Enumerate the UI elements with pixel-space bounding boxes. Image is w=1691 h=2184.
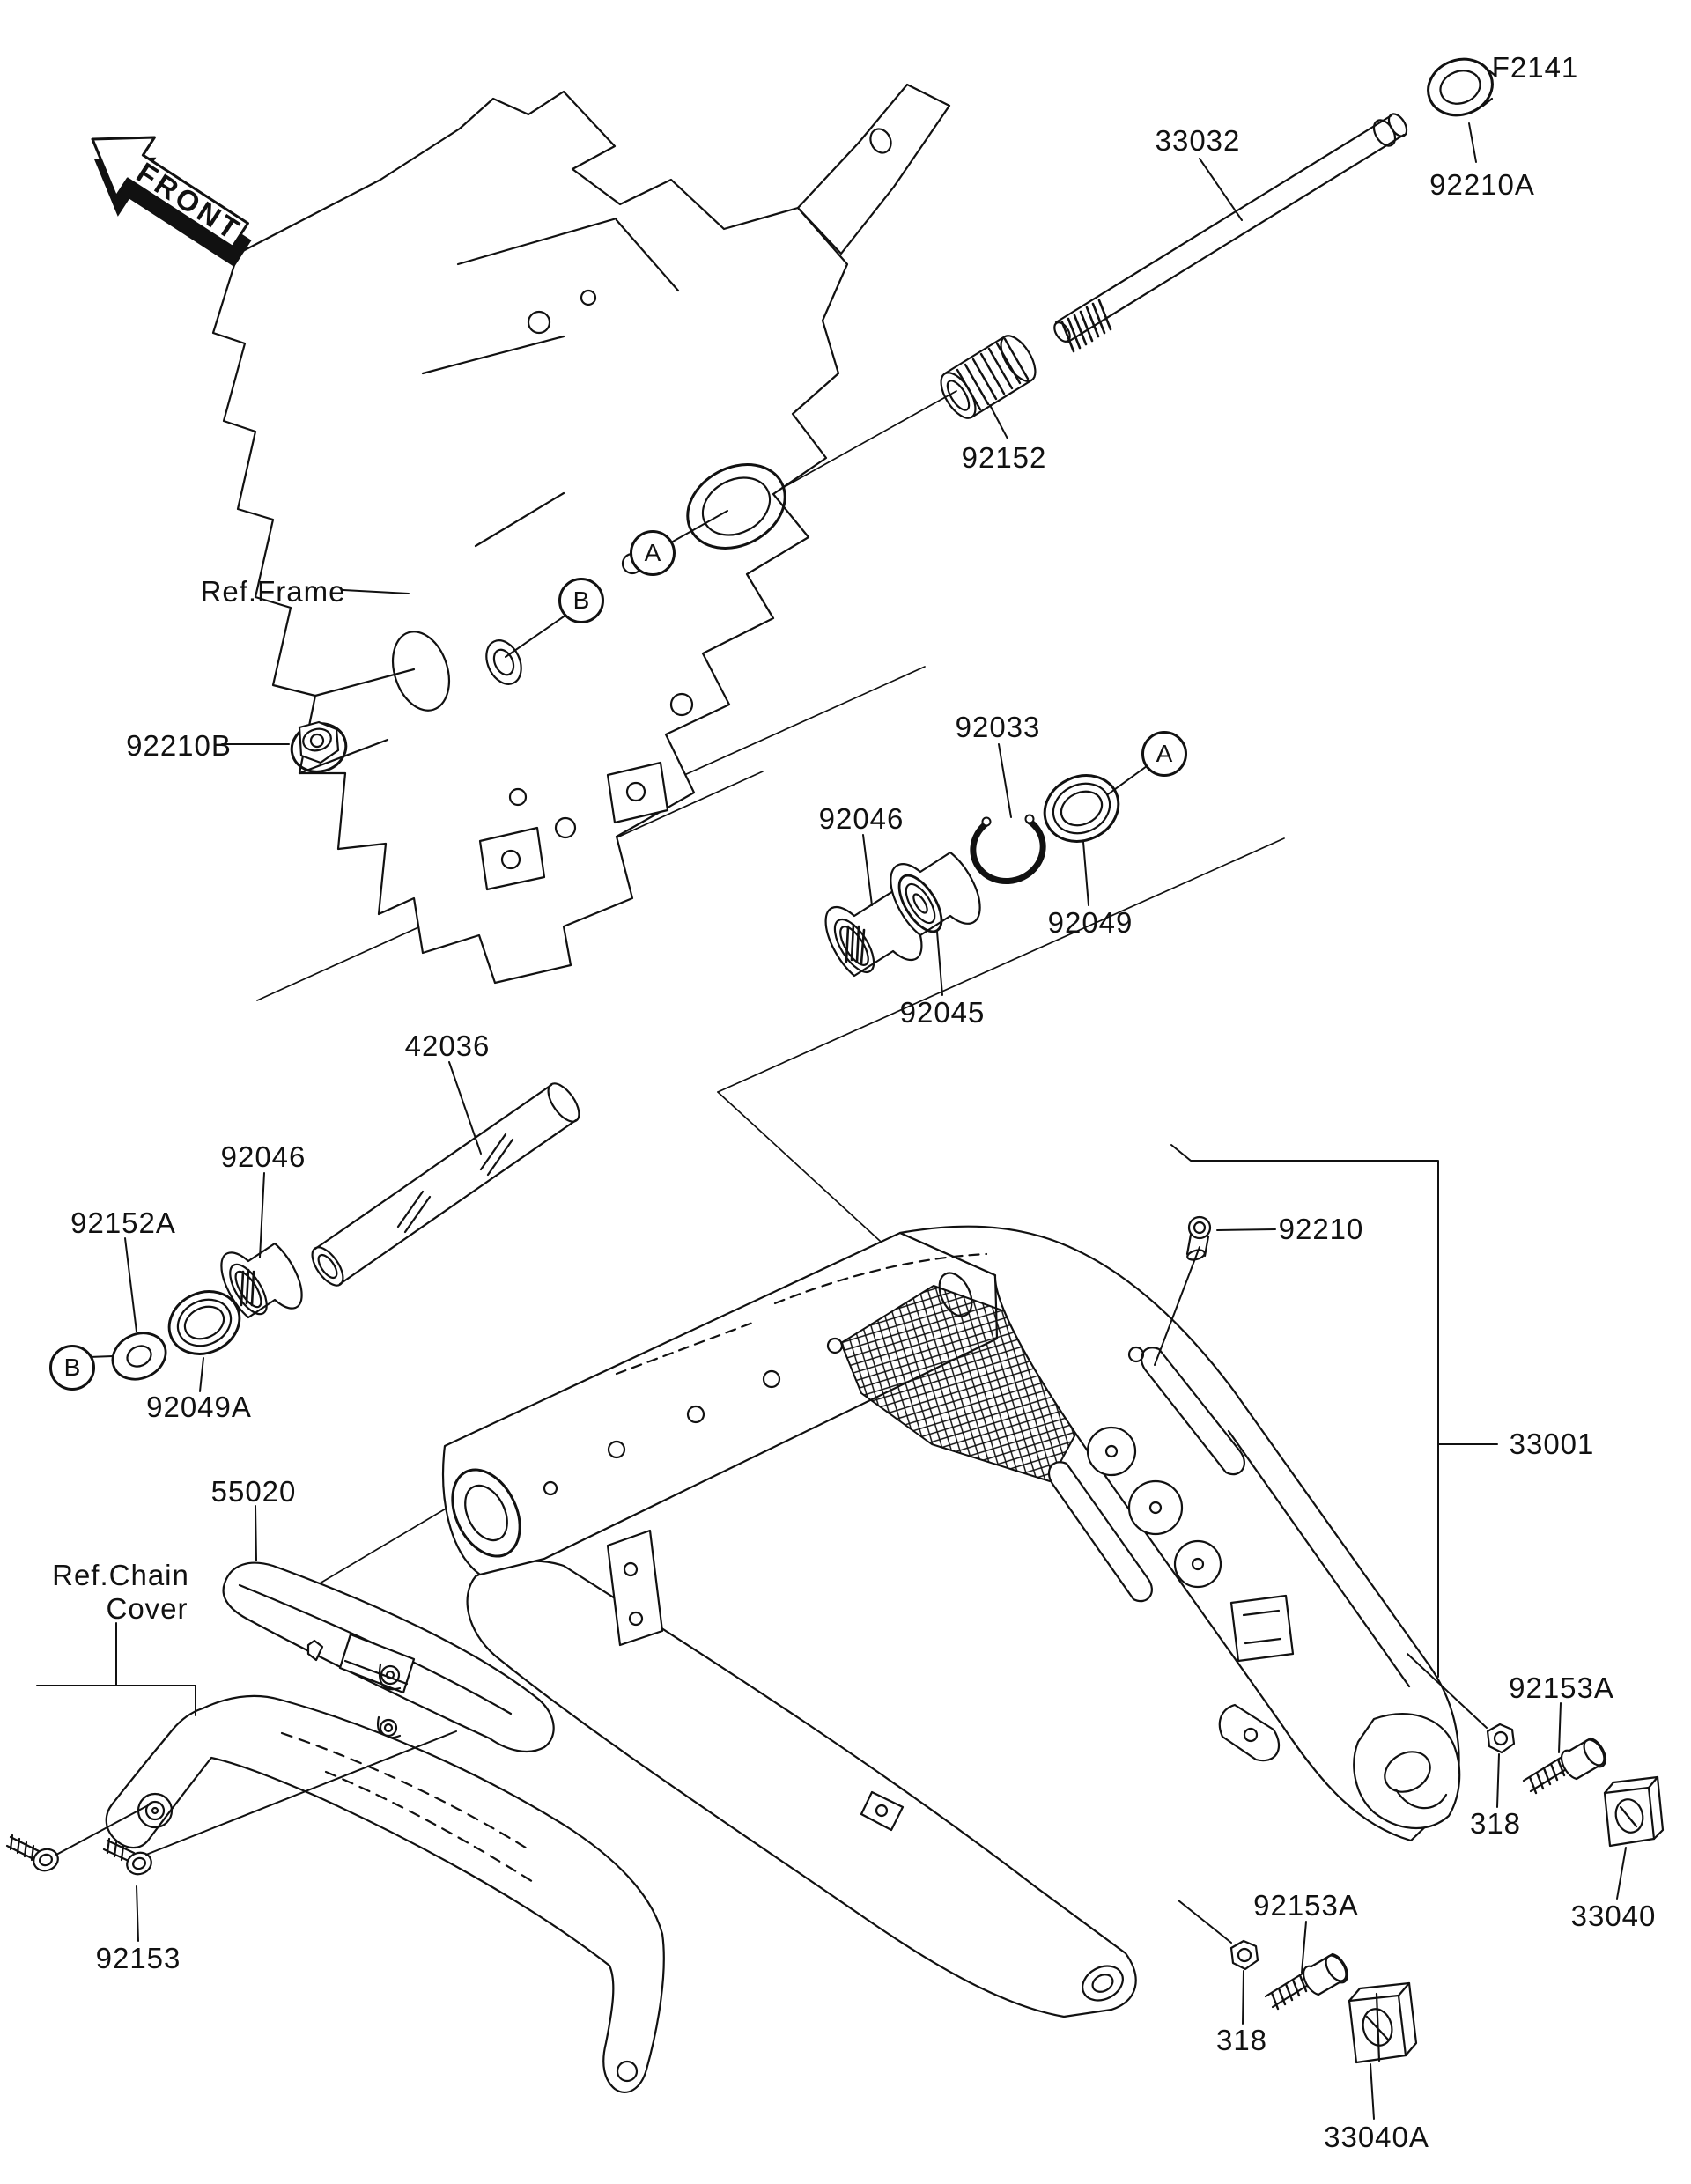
adjuster-bolt-92153A-bottom-drawing (1264, 1952, 1349, 2011)
circlip-92033-drawing (970, 814, 1046, 884)
screws-92153-drawing (5, 1834, 152, 1876)
ball-bearing-92045-drawing (890, 851, 981, 937)
washer-92152A-drawing (111, 1332, 167, 1381)
frame-drawing (211, 83, 951, 985)
nut-318-bottom-drawing (1229, 1939, 1259, 1971)
swingarm-33001-drawing (442, 1225, 1461, 2018)
chain-guard-55020-drawing (222, 1561, 555, 1753)
adjuster-bolt-92153A-right-drawing (1522, 1737, 1607, 1795)
collar-92210A-drawing (1427, 57, 1497, 117)
bolt-92210-drawing (1185, 1215, 1212, 1261)
pivot-shaft-33032-drawing (1053, 113, 1408, 353)
oil-seal-92049A-drawing (167, 1290, 241, 1355)
front-arrow: FRONT (91, 136, 252, 268)
needle-bearing-92046-upper-drawing (824, 889, 923, 978)
chain-cover-drawing (105, 1694, 665, 2093)
adjuster-block-33040-drawing (1603, 1775, 1665, 1848)
sleeve-42036-drawing (311, 1082, 580, 1287)
collar-92152-drawing (940, 335, 1037, 419)
adjuster-block-33040A-drawing (1348, 1981, 1418, 2064)
nut-318-right-drawing (1486, 1723, 1516, 1754)
oil-seal-92049-drawing (1043, 774, 1120, 843)
leader-lines (36, 122, 1627, 2120)
needle-bearing-92046-lower-drawing (220, 1242, 303, 1319)
nut-92210B-drawing (290, 720, 348, 773)
